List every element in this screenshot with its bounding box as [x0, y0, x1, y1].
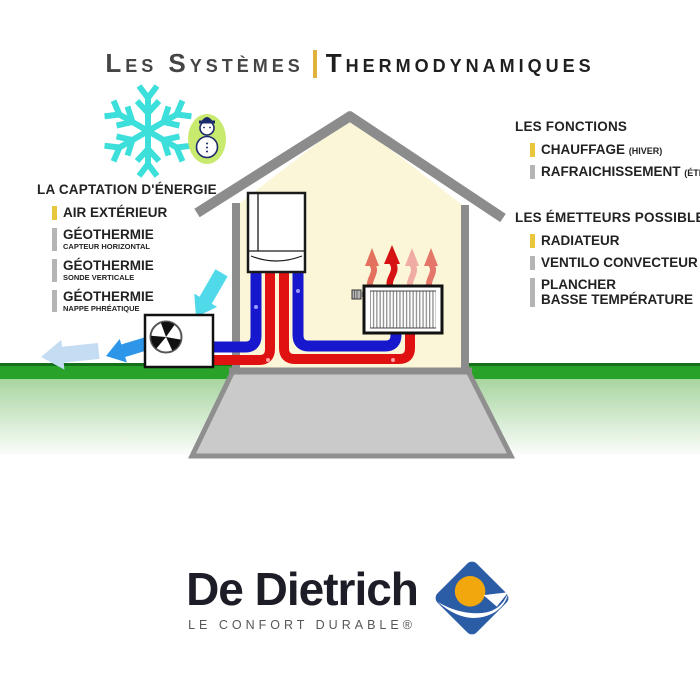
list-item: GÉOTHERMIE CAPTEUR HORIZONTAL: [52, 227, 217, 252]
brand-tagline: LE CONFORT DURABLE®: [188, 617, 416, 632]
snowflake-icon: [104, 84, 192, 178]
title-divider: [312, 49, 317, 78]
logo-diamond-icon: [435, 561, 509, 635]
list-item: GÉOTHERMIE NAPPE PHRÉATIQUE: [52, 288, 217, 313]
arrow-light-blue: [41, 339, 100, 370]
item-label: GÉOTHERMIE: [63, 257, 154, 273]
bullet-bar: [52, 228, 57, 251]
bullet-bar: [530, 143, 535, 158]
item-label: RAFRAICHISSEMENT: [541, 164, 681, 180]
item-label: GÉOTHERMIE: [63, 288, 154, 304]
bullet-bar: [52, 258, 57, 282]
arrow-cyan: [194, 269, 228, 317]
cold-pipe-to-pump: [213, 271, 262, 353]
bullet-bar: [52, 289, 57, 313]
item-sublabel: SONDE VERTICALE: [63, 273, 135, 283]
item-sublabel: NAPPE PHRÉATIQUE: [63, 303, 140, 313]
title-emphasis: Thermodynamiques: [325, 48, 595, 78]
functions-heading: LES FONCTIONS: [515, 119, 628, 134]
energy-capture-legend: LA CAPTATION D'ÉNERGIE AIR EXTÉRIEUR GÉO…: [37, 182, 217, 313]
boiler: [246, 191, 307, 274]
pipes: [213, 271, 415, 365]
foundation: [188, 368, 516, 459]
brand-logo: De Dietrich LE CONFORT DURABLE®: [0, 554, 700, 642]
bullet-bar: [530, 256, 535, 271]
list-item: VENTILO CONVECTEUR: [530, 255, 700, 271]
brand-name: De Dietrich: [186, 563, 419, 616]
emitters-heading: LES ÉMETTEURS POSSIBLES: [515, 210, 700, 225]
snowman-icon: [188, 114, 226, 164]
house: [194, 110, 506, 375]
list-item: CHAUFFAGE (HIVER): [530, 142, 700, 158]
item-label: CHAUFFAGE: [541, 142, 625, 157]
arrow-blue: [106, 335, 154, 363]
item-label: PLANCHER: [541, 277, 617, 293]
energy-capture-heading: LA CAPTATION D'ÉNERGIE: [37, 182, 217, 197]
bullet-bar: [530, 165, 535, 180]
hot-pipe-to-pump: [213, 271, 275, 365]
item-label-line2: BASSE TEMPÉRATURE: [541, 291, 694, 307]
heat-pump: [143, 313, 215, 369]
list-item: RAFRAICHISSEMENT (ÉTÉ): [530, 164, 700, 180]
bullet-bar: [52, 206, 57, 221]
item-label: VENTILO CONVECTEUR: [541, 255, 698, 271]
list-item: RADIATEUR: [530, 233, 700, 249]
item-note: (HIVER): [628, 146, 663, 156]
cold-pipe-to-radiator: [292, 271, 402, 352]
list-item: AIR EXTÉRIEUR: [52, 205, 217, 221]
radiator: [351, 284, 444, 335]
airflow-arrows-icon: [41, 269, 228, 370]
item-label: AIR EXTÉRIEUR: [63, 205, 168, 220]
item-label: RADIATEUR: [541, 233, 620, 248]
item-note: (ÉTÉ): [684, 168, 700, 179]
title-lead: Les Systèmes: [105, 48, 304, 78]
bullet-bar: [530, 278, 535, 307]
list-item: GÉOTHERMIE SONDE VERTICALE: [52, 257, 217, 283]
item-label: GÉOTHERMIE: [63, 227, 154, 243]
page-title: Les Systèmes Thermodynamiques: [0, 48, 700, 79]
bullet-bar: [530, 234, 535, 249]
hot-pipe-to-radiator: [279, 271, 415, 364]
item-sublabel: CAPTEUR HORIZONTAL: [63, 242, 150, 252]
functions-legend: LES FONCTIONS CHAUFFAGE (HIVER) RAFRAICH…: [515, 119, 700, 180]
list-item: PLANCHER BASSE TEMPÉRATURE: [530, 277, 700, 307]
emitters-legend: LES ÉMETTEURS POSSIBLES RADIATEUR VENTIL…: [515, 210, 700, 307]
